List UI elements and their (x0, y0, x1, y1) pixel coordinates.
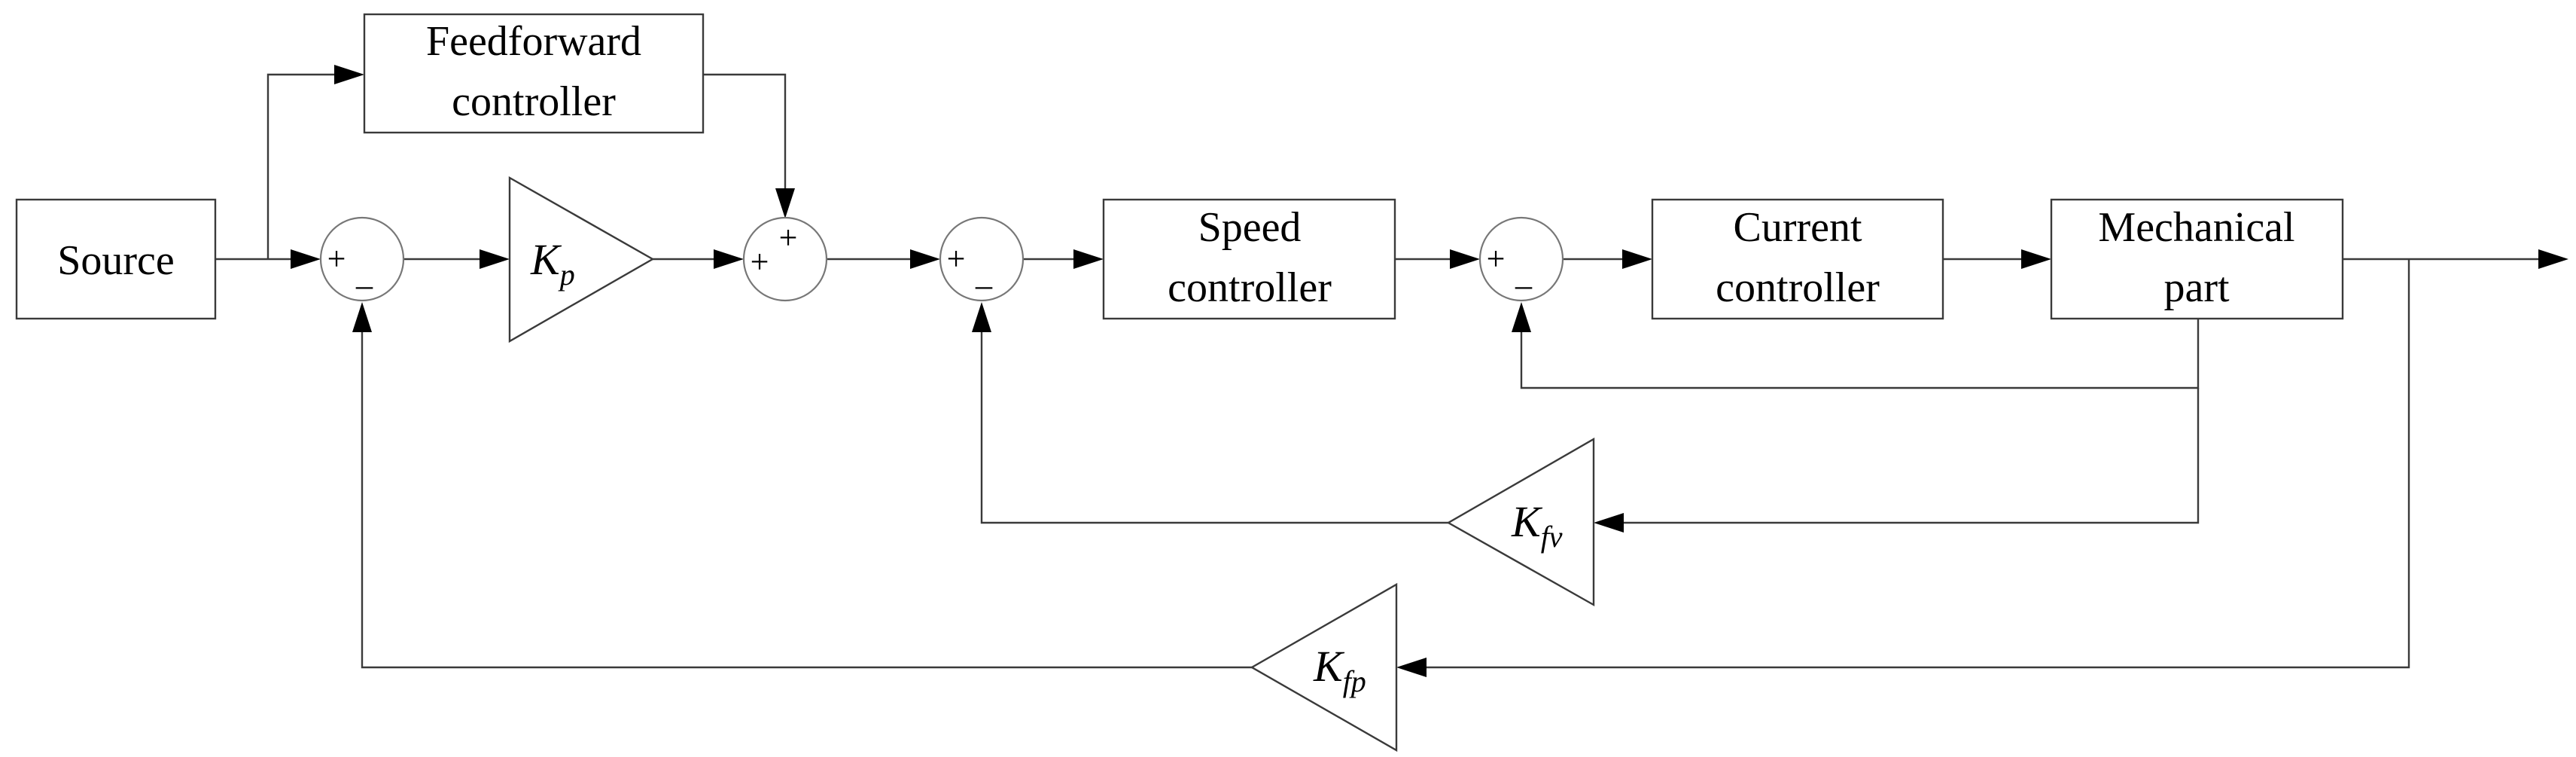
arrow-into-sum3-bottom (972, 302, 991, 332)
feedforward-label-line2: controller (452, 78, 616, 125)
arrow-into-speed (1073, 249, 1104, 269)
source-label: Source (57, 237, 175, 284)
sum1-plus: + (327, 240, 346, 277)
signal-wires (215, 65, 2568, 677)
arrow-into-mechanical (2021, 249, 2051, 269)
sum3-minus: _ (975, 255, 993, 292)
feedforward-controller-block: Feedforward controller (363, 13, 705, 134)
speed-label-line2: controller (1168, 264, 1332, 311)
arrow-into-current (1622, 249, 1652, 269)
wire-feedforward-to-sum2 (703, 73, 787, 188)
current-controller-block: Current controller (1651, 198, 1944, 320)
mechanical-label-line2: part (2163, 264, 2230, 311)
arrow-into-feedforward (334, 65, 364, 84)
sum2-plus-top: + (779, 219, 798, 256)
arrow-into-sum4-bottom (1512, 302, 1531, 332)
feedforward-label-line1: Feedforward (426, 18, 641, 65)
summing-junction-speed: + _ (939, 216, 1025, 302)
gain-kp: Kp (508, 176, 655, 343)
arrow-output (2538, 249, 2568, 269)
wire-speed-feedback-out (980, 332, 1448, 524)
kp-label: Kp (530, 235, 575, 292)
arrow-into-kp (480, 249, 510, 269)
summing-junction-position: + _ (319, 216, 405, 302)
mechanical-part-block: Mechanical part (2050, 198, 2344, 320)
current-label-line1: Current (1733, 204, 1862, 251)
arrow-into-sum1-bottom (352, 302, 372, 332)
mechanical-label-line1: Mechanical (2098, 204, 2294, 251)
sum4-minus: _ (1515, 255, 1533, 292)
arrow-into-sum1 (291, 249, 321, 269)
arrow-into-sum2-top (775, 188, 795, 218)
wire-current-feedback (1520, 319, 2200, 389)
kfv-label: Kfv (1511, 497, 1563, 554)
arrow-into-sum2 (714, 249, 744, 269)
wire-speed-feedback-in (1624, 388, 2200, 524)
arrow-into-sum3 (910, 249, 940, 269)
wire-position-feedback-out (361, 332, 1252, 669)
wire-branch-to-feedforward (266, 73, 334, 259)
sum4-plus: + (1487, 240, 1506, 277)
summing-junction-current: + _ (1478, 216, 1564, 302)
arrow-into-kfp (1396, 658, 1427, 677)
sum1-minus: _ (355, 255, 373, 292)
gain-kfv: Kfv (1446, 437, 1595, 607)
arrow-into-sum4 (1450, 249, 1480, 269)
current-label-line2: controller (1716, 264, 1880, 311)
gain-kfp: Kfp (1250, 582, 1398, 752)
arrow-into-kfv (1594, 513, 1624, 533)
summing-junction-feedforward: + + (742, 216, 828, 302)
kfp-label: Kfp (1313, 642, 1366, 698)
source-block: Source (15, 198, 217, 320)
wire-position-feedback-in (1427, 259, 2410, 669)
speed-controller-block: Speed controller (1102, 198, 1396, 320)
sum2-plus-left: + (751, 243, 769, 280)
speed-label-line1: Speed (1198, 204, 1302, 251)
sum3-plus: + (947, 240, 966, 277)
